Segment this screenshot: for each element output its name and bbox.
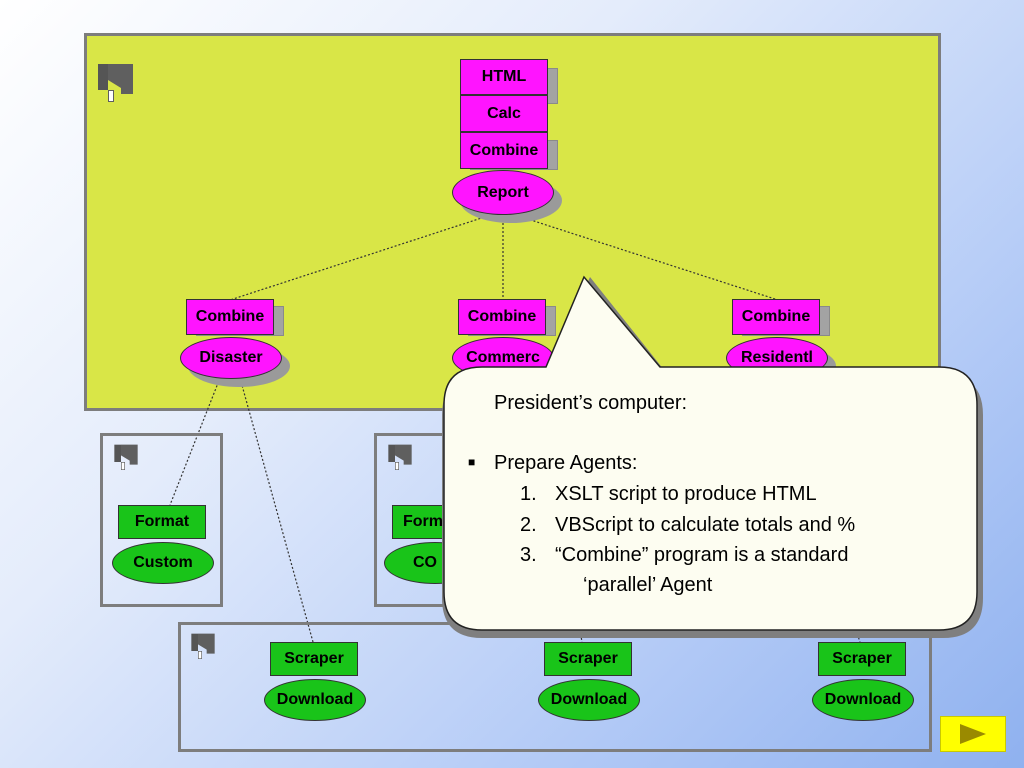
callout-item-text: VBScript to calculate totals and % xyxy=(555,514,856,536)
combine-disaster-box[interactable]: Combine xyxy=(186,299,274,335)
callout-title: President’s computer: xyxy=(494,392,688,414)
combine-agent-box[interactable]: Combine xyxy=(460,132,548,169)
download-agent-ellipse[interactable]: Download xyxy=(264,679,366,721)
download-agent-ellipse[interactable]: Download xyxy=(812,679,914,721)
custom-format-panel xyxy=(100,433,223,607)
callout-item-number: 1. xyxy=(520,483,537,505)
scraper-agent-box[interactable]: Scraper xyxy=(544,642,632,676)
play-arrow-icon xyxy=(960,724,986,744)
calc-agent-box[interactable]: Calc xyxy=(460,95,548,132)
scraper-agent-box[interactable]: Scraper xyxy=(818,642,906,676)
html-agent-box[interactable]: HTML xyxy=(460,59,548,95)
computer-node-icon xyxy=(114,444,138,470)
callout-item-number: 2. xyxy=(520,514,537,536)
combine-commerc-box[interactable]: Combine xyxy=(458,299,546,335)
callout-item-text: “Combine” program is a standard xyxy=(555,544,849,566)
next-slide-button[interactable] xyxy=(940,716,1006,752)
callout-bullet-text: Prepare Agents: xyxy=(494,452,638,474)
report-agent-ellipse[interactable]: Report xyxy=(452,170,554,215)
callout-item-continuation: ‘parallel’ Agent xyxy=(583,574,713,596)
computer-node-icon xyxy=(191,633,215,659)
computer-node-icon xyxy=(98,64,133,102)
computer-node-icon xyxy=(388,444,412,470)
custom-agent-ellipse[interactable]: Custom xyxy=(112,542,214,584)
combine-residentl-box[interactable]: Combine xyxy=(732,299,820,335)
callout-item-number: 3. xyxy=(520,544,537,566)
scraper-agent-box[interactable]: Scraper xyxy=(270,642,358,676)
disaster-agent-ellipse[interactable]: Disaster xyxy=(180,337,282,379)
download-agent-ellipse[interactable]: Download xyxy=(538,679,640,721)
callout-bullet-marker: ■ xyxy=(468,455,476,469)
callout-item-text: XSLT script to produce HTML xyxy=(555,483,817,505)
format-agent-box[interactable]: Format xyxy=(118,505,206,539)
